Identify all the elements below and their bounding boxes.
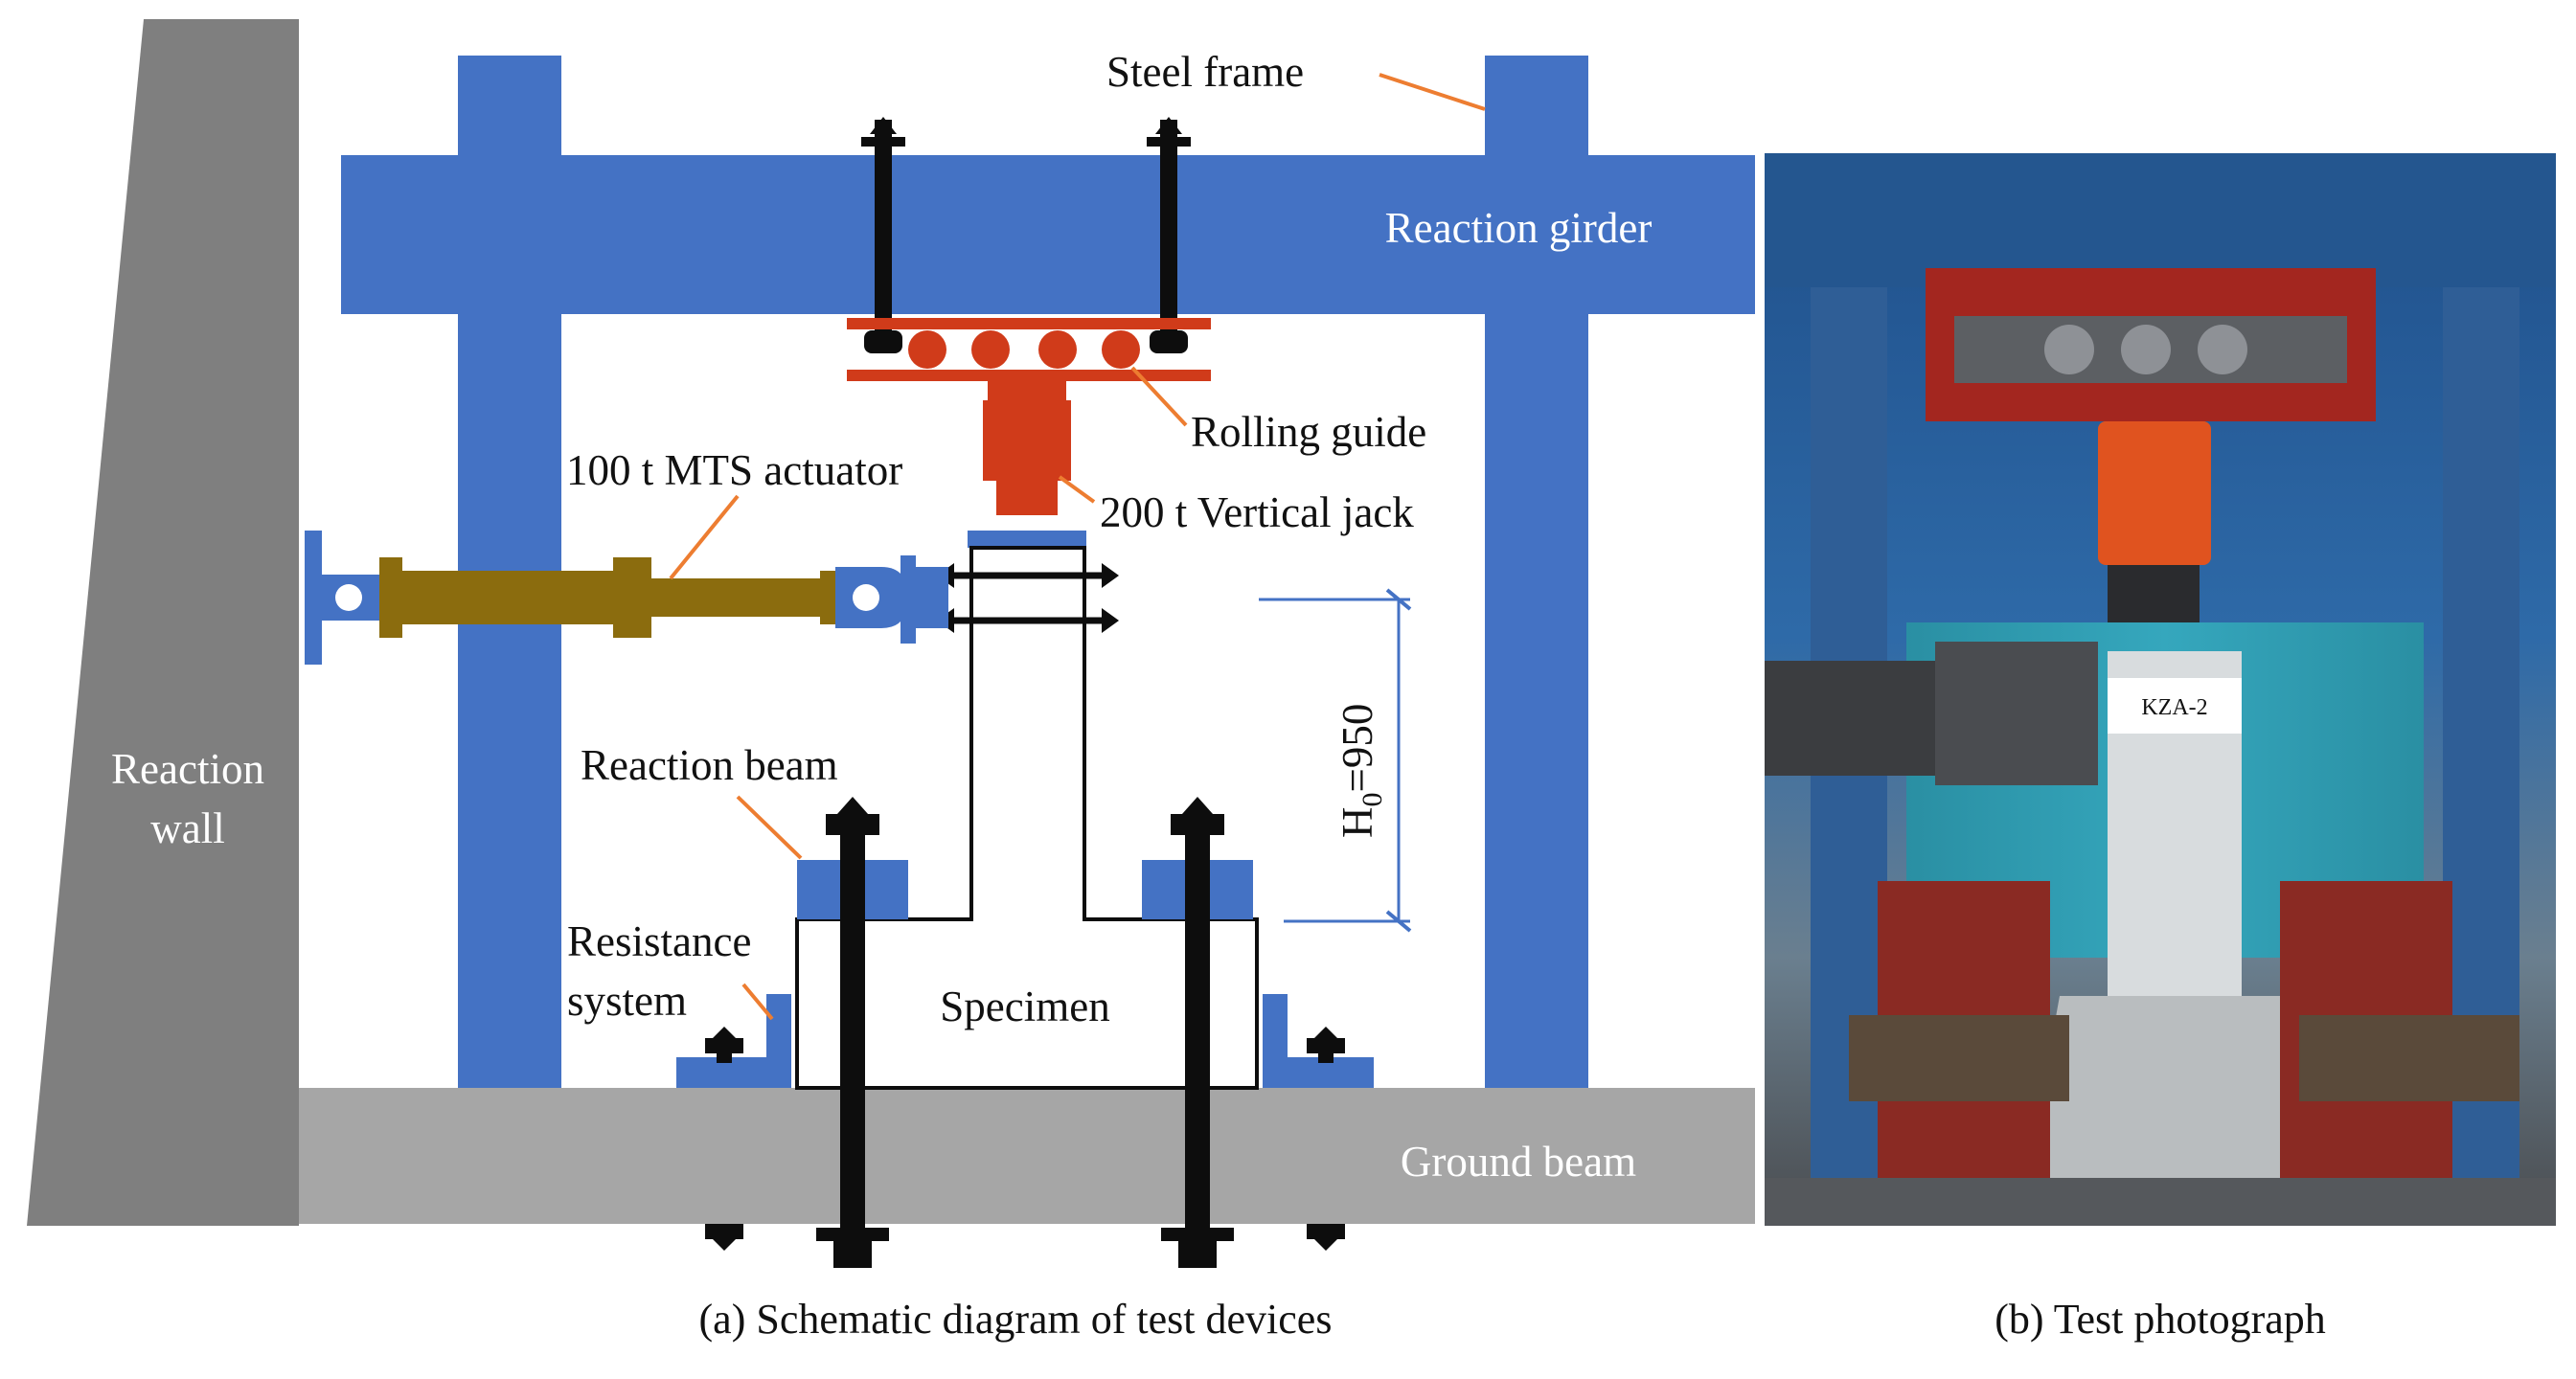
rolling-guide [847, 318, 1211, 381]
steel-frame-label: Steel frame [1106, 48, 1304, 96]
resistance-bolt-left [705, 1027, 743, 1251]
caption-schematic: (a) Schematic diagram of test devices [699, 1296, 1333, 1343]
anchor-bolt-left [816, 797, 889, 1268]
vertical-jack-leader [1058, 475, 1096, 504]
anchor-bolt-right [1161, 797, 1234, 1268]
mts-actuator-leader [669, 494, 740, 580]
reaction-beam-leader [736, 795, 803, 860]
column-clamp-rods [937, 563, 1119, 633]
ground-beam [299, 1088, 1755, 1224]
vertical-jack-label: 200 t Vertical jack [1100, 488, 1414, 536]
photo-specimen-tag: KZA-2 [2141, 695, 2207, 720]
schematic-diagram: Reaction wall Ground beam Reaction girde… [27, 19, 1755, 1343]
reaction-girder-label: Reaction girder [1385, 204, 1653, 252]
reaction-wall-label-line2: wall [150, 804, 224, 852]
resistance-system-label-line1: Resistance [567, 917, 751, 965]
resistance-system-label-line2: system [567, 977, 687, 1025]
resistance-block-right [1263, 994, 1374, 1088]
photo-vertical-jack [2098, 421, 2211, 565]
mts-actuator [305, 531, 948, 665]
reaction-wall [27, 19, 299, 1226]
photo-block-left [1849, 1015, 2069, 1101]
loading-plate [968, 531, 1086, 548]
resistance-system-leader [741, 983, 774, 1021]
photo-specimen-foundation [2021, 996, 2318, 1207]
photo-block-right [2299, 1015, 2519, 1101]
hanger-rod-left [861, 117, 905, 353]
rolling-guide-label: Rolling guide [1191, 408, 1426, 456]
caption-photo: (b) Test photograph [1995, 1296, 2326, 1343]
reaction-girder [341, 155, 1755, 314]
ground-beam-label: Ground beam [1401, 1138, 1636, 1186]
dimension-h0 [1259, 588, 1412, 933]
dimension-label: H0=950 [1334, 704, 1388, 838]
photo-floor [1765, 1178, 2556, 1226]
resistance-block-left [676, 994, 791, 1088]
photo-jack-base [2108, 565, 2200, 622]
reaction-beam-label: Reaction beam [581, 741, 838, 789]
mts-actuator-label: 100 t MTS actuator [566, 446, 902, 494]
resistance-bolt-right [1307, 1027, 1345, 1251]
dimension-symbol: H [1334, 807, 1381, 839]
specimen [795, 546, 1259, 1090]
steel-frame-leader [1379, 73, 1486, 111]
rolling-guide-leader [1130, 366, 1188, 427]
photo-top-girder [1765, 153, 2556, 287]
photo-actuator-block [1935, 642, 2098, 785]
dimension-subscript: 0 [1356, 793, 1388, 807]
test-photograph: KZA-2 (b) Test photograph [1765, 153, 2556, 1343]
photo-roller [2044, 325, 2094, 374]
reaction-wall-label-line1: Reaction [111, 745, 264, 793]
specimen-label: Specimen [940, 983, 1109, 1030]
hanger-rod-right [1147, 117, 1191, 353]
vertical-jack [983, 381, 1071, 515]
photo-roller [2121, 325, 2171, 374]
photo-roller [2198, 325, 2247, 374]
photo-specimen-tag-box [2108, 678, 2242, 734]
dimension-value: =950 [1334, 704, 1381, 793]
